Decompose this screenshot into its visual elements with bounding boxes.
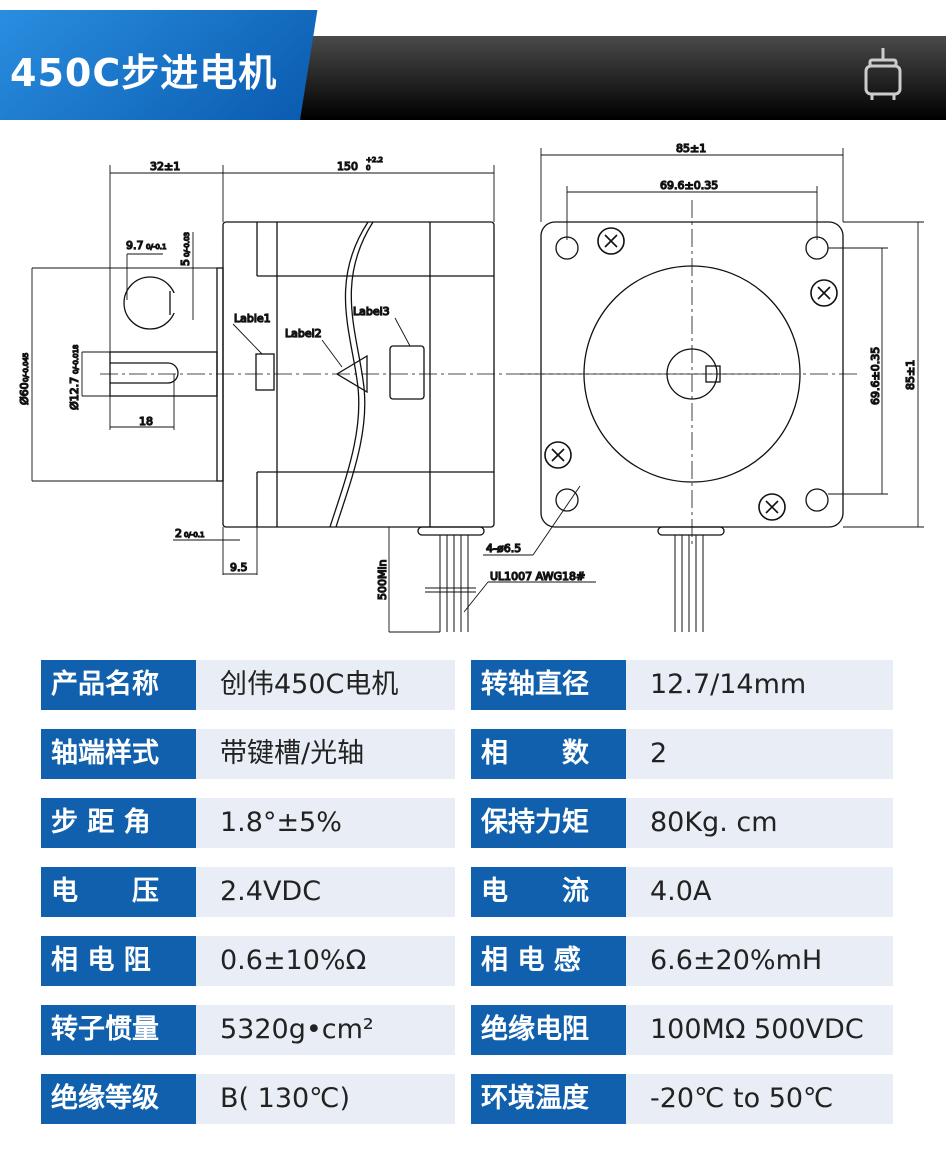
spec-value: 2 — [626, 729, 893, 779]
dim-body-length-tol-down: 0 — [366, 164, 370, 172]
spec-value: -20℃ to 50℃ — [626, 1074, 893, 1124]
spec-value: 创伟450C电机 — [196, 660, 455, 710]
dim-hole-pitch: 69.6±0.35 — [660, 179, 718, 192]
spec-value: 2.4VDC — [196, 867, 455, 917]
spec-label: 电 压 — [41, 867, 196, 917]
dim-step: 9.5 — [230, 561, 248, 574]
side-view: 32±1 150 +2.2 0 9.7 0/-0.1 18 5 0/-0.03 … — [17, 155, 780, 633]
spec-label: 相 电 感 — [471, 936, 626, 986]
spec-value: 80Kg. cm — [626, 798, 893, 848]
spec-value: 1.8°±5% — [196, 798, 455, 848]
spec-value: 0.6±10%Ω — [196, 936, 455, 986]
spec-value: 12.7/14mm — [626, 660, 893, 710]
dim-mount-holes: 4-ø6.5 — [486, 542, 521, 555]
spec-value: 5320g•cm² — [196, 1005, 455, 1055]
spec-value: 4.0A — [626, 867, 893, 917]
label1: Lable1 — [234, 312, 271, 325]
dim-shaft-dia: Ø12.7 — [68, 377, 81, 410]
spec-value: B( 130℃) — [196, 1074, 455, 1124]
spec-label: 轴端样式 — [41, 729, 196, 779]
dim-key-width: 9.7 — [126, 239, 144, 252]
dim-body-length-tol-up: +2.2 — [366, 156, 383, 164]
dim-height: 85±1 — [904, 360, 917, 390]
spec-label: 转子惯量 — [41, 1005, 196, 1055]
spec-value: 100MΩ 500VDC — [626, 1005, 893, 1055]
spec-label: 步 距 角 — [41, 798, 196, 848]
motor-icon — [864, 48, 902, 100]
dimension-drawing: 32±1 150 +2.2 0 9.7 0/-0.1 18 5 0/-0.03 … — [17, 141, 924, 633]
spec-label: 相 数 — [471, 729, 626, 779]
spec-label: 绝缘等级 — [41, 1074, 196, 1124]
dim-flange-thk-tol: 0/-0.1 — [184, 531, 204, 539]
dim-key-length: 18 — [139, 415, 153, 428]
dim-key-depth-tol: 0/-0.03 — [183, 232, 191, 257]
front-view: 85±1 69.6±0.35 69.6±0.35 85±1 4-ø6.5 — [483, 141, 924, 632]
dim-key-depth: 5 — [179, 259, 192, 266]
spec-label: 绝缘电阻 — [471, 1005, 626, 1055]
wire-spec: UL1007 AWG18# — [490, 570, 585, 583]
dim-width: 85±1 — [676, 142, 706, 155]
spec-value: 带键槽/光轴 — [196, 729, 455, 779]
dim-hole-pitch-v: 69.6±0.35 — [869, 347, 882, 405]
dim-flange-dia-tol: 0/-0.045 — [22, 353, 30, 382]
dim-front-length: 32±1 — [150, 160, 180, 173]
spec-label: 转轴直径 — [471, 660, 626, 710]
dim-lead: 500Min — [376, 559, 389, 600]
dim-key-width-tol: 0/-0.1 — [146, 243, 166, 251]
label2: Label2 — [285, 327, 322, 340]
dim-flange-dia: Ø60 — [18, 382, 31, 405]
spec-value: 6.6±20%mH — [626, 936, 893, 986]
dim-flange-thk: 2 — [175, 527, 182, 540]
spec-label: 环境温度 — [471, 1074, 626, 1124]
spec-label: 电 流 — [471, 867, 626, 917]
dim-body-length: 150 — [337, 160, 358, 173]
spec-label: 相 电 阻 — [41, 936, 196, 986]
label3: Label3 — [353, 305, 390, 318]
spec-label: 保持力矩 — [471, 798, 626, 848]
spec-label: 产品名称 — [41, 660, 196, 710]
dim-shaft-dia-tol: 0/-0.018 — [72, 345, 80, 374]
page-title: 450C步进电机 — [10, 51, 278, 95]
